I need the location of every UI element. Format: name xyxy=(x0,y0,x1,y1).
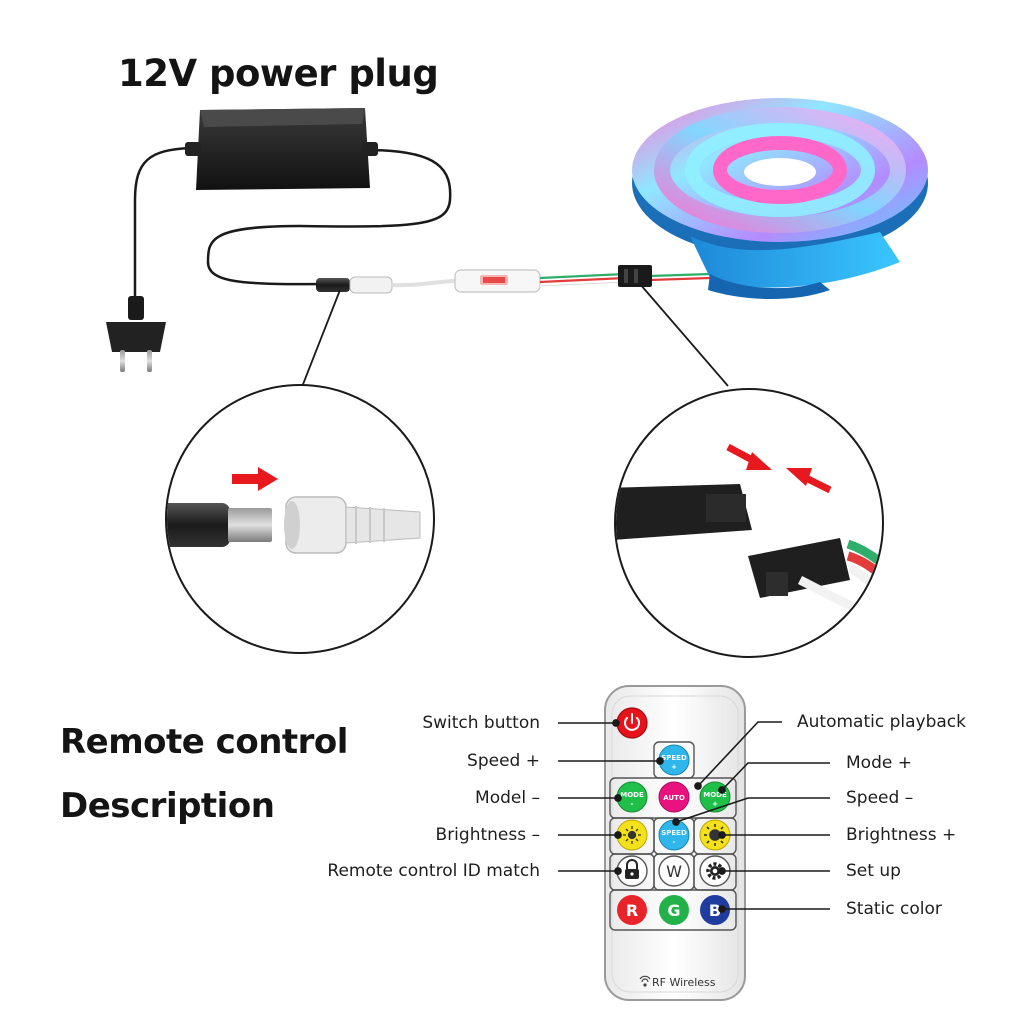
auto-label: AUTO xyxy=(663,794,685,802)
white-button[interactable]: W xyxy=(658,855,690,887)
speed-minus-button[interactable]: SPEED - xyxy=(658,819,690,851)
callout-model-minus: Model – xyxy=(475,788,540,808)
neon-led-strip xyxy=(632,98,928,300)
auto-button[interactable]: AUTO xyxy=(658,781,690,813)
mode-plus-label: MODE xyxy=(703,791,727,799)
callout-brightness-minus: Brightness – xyxy=(435,825,540,845)
blue-label: B xyxy=(709,901,721,920)
speed-minus-label: SPEED xyxy=(661,829,687,837)
jst-connector-closeup xyxy=(614,388,884,658)
red-label: R xyxy=(626,901,638,920)
description-title-line1: Remote control xyxy=(60,722,348,762)
id-match-button[interactable] xyxy=(616,855,648,887)
mode-minus-button[interactable]: MODE - xyxy=(616,781,648,813)
power-adapter xyxy=(185,108,378,190)
jst-connector xyxy=(618,265,652,287)
description-title-line2: Description xyxy=(60,786,275,826)
white-label: W xyxy=(666,862,682,881)
power-button[interactable] xyxy=(616,707,648,739)
callout-switch: Switch button xyxy=(422,713,540,733)
red-arrow xyxy=(786,468,832,494)
green-button[interactable]: G xyxy=(659,895,689,925)
mode-minus-sign: - xyxy=(631,800,634,808)
lock-icon xyxy=(625,859,639,879)
blue-button[interactable]: B xyxy=(700,895,730,925)
page-title: 12V power plug xyxy=(118,52,439,95)
speed-plus-button[interactable]: SPEED + xyxy=(658,744,690,776)
zoom-leaders xyxy=(299,283,729,393)
speed-plus-label: SPEED xyxy=(661,754,687,762)
callout-setup: Set up xyxy=(846,861,901,881)
red-arrow xyxy=(726,443,772,470)
brightness-plus-button[interactable] xyxy=(699,819,731,851)
wireless-icon xyxy=(639,975,651,987)
speed-plus-sign: + xyxy=(671,763,677,771)
callout-lines xyxy=(558,719,830,913)
callout-brightness-plus: Brightness + xyxy=(846,825,957,845)
power-cable xyxy=(133,146,452,302)
eu-plug xyxy=(106,296,166,372)
mode-minus-label: MODE xyxy=(620,791,644,799)
callout-speed-plus: Speed + xyxy=(467,751,540,771)
remote-footer: RF Wireless xyxy=(652,976,716,989)
red-button[interactable]: R xyxy=(617,895,647,925)
green-label: G xyxy=(667,901,680,920)
dc-jack-closeup xyxy=(165,384,435,654)
output-wires xyxy=(539,272,711,288)
callout-auto-playback: Automatic playback xyxy=(797,712,966,732)
mode-plus-sign: + xyxy=(712,800,718,808)
gear-icon xyxy=(706,862,724,880)
sun-small-icon xyxy=(623,826,641,844)
red-arrow xyxy=(232,467,278,491)
speed-minus-sign: - xyxy=(673,838,676,846)
callout-speed-minus: Speed – xyxy=(846,788,914,808)
callout-mode-plus: Mode + xyxy=(846,753,912,773)
remote-control: SPEED + MODE - AUTO MODE + xyxy=(604,685,746,1001)
callout-static-color: Static color xyxy=(846,899,942,919)
led-controller xyxy=(454,269,541,293)
dc-connector xyxy=(316,276,456,294)
brightness-minus-button[interactable] xyxy=(616,819,648,851)
power-icon xyxy=(624,713,640,731)
callout-id-match: Remote control ID match xyxy=(327,861,540,881)
setup-button[interactable] xyxy=(699,855,731,887)
